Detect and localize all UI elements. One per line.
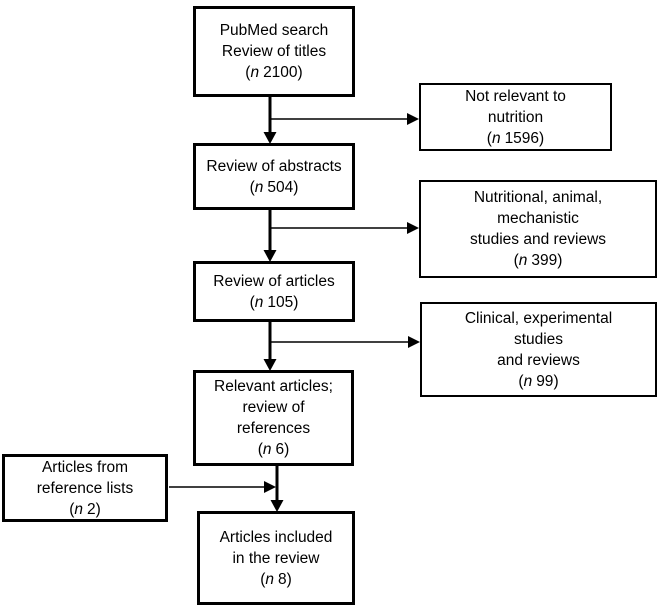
arrow-right-icon (408, 336, 420, 348)
box-line: nutrition (487, 108, 544, 126)
box-line: Review of abstracts (206, 157, 342, 175)
box-line: Nutritional, animal, (473, 189, 603, 206)
box-line: mechanistic (497, 210, 579, 227)
arrow-right-icon (407, 113, 419, 125)
box-nutritional-excluded: Nutritional, animal, mechanistic studies… (419, 180, 657, 278)
box-line: reference lists (36, 479, 134, 497)
box-line: studies and reviews (469, 231, 607, 248)
box-line: Articles from (41, 458, 129, 476)
box-relevant-articles: Relevant articles; review of references … (193, 370, 354, 466)
box-line: Relevant articles; (214, 378, 333, 395)
box-line: Review of titles (221, 43, 327, 60)
box-line: Not relevant to (465, 87, 566, 105)
box-clinical-excluded: Clinical, experimental studies and revie… (420, 302, 657, 397)
box-line: review of (242, 399, 305, 416)
box-line: Articles included (219, 528, 333, 546)
box-line: studies (513, 330, 564, 348)
arrow-right-icon (407, 222, 419, 234)
box-line: and reviews (497, 351, 580, 369)
box-line: in the review (232, 549, 320, 567)
box-line: Clinical, experimental (464, 309, 613, 327)
arrow-right-icon (264, 481, 276, 493)
box-line: PubMed search (219, 22, 329, 39)
box-line: Review of articles (213, 272, 335, 290)
box-line: references (236, 420, 311, 437)
